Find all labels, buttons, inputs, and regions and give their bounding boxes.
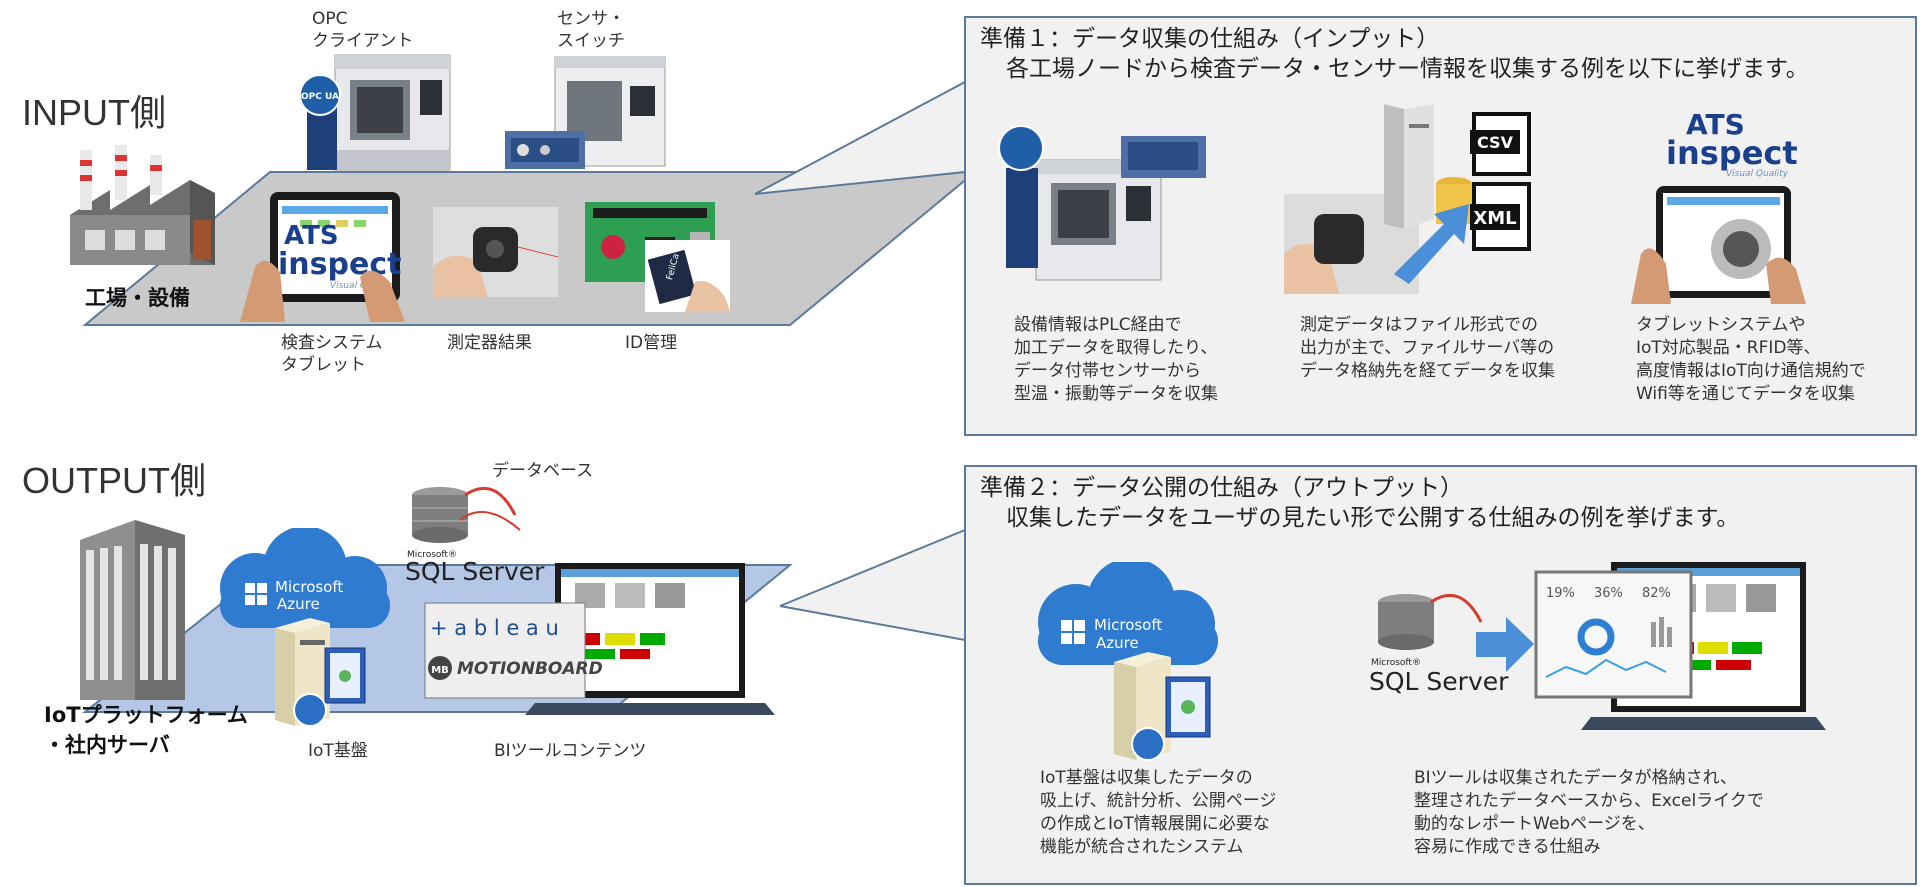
panel2-azure-name: Azure (1096, 634, 1139, 652)
azure-name-text: Azure (277, 595, 320, 613)
panel2-bi-dashboard-image: Microsoft® SQL Server 19% 36% 82% (1369, 562, 1826, 730)
panel1-title: 準備１：データ収集の仕組み（インプット） (980, 26, 1440, 52)
sensor-machine-image (505, 56, 666, 169)
sql-name-text: SQL Server (405, 557, 545, 585)
measure-label: 測定器結果 (447, 333, 532, 353)
panel2-azure-brand: Microsoft (1094, 616, 1162, 634)
azure-server-image: Microsoft Azure (220, 528, 390, 727)
database-label: データベース (492, 461, 594, 481)
opc-ua-badge: OPC UA (301, 92, 339, 102)
factory-icon (70, 145, 215, 265)
xml-file-label: XML (1473, 208, 1516, 229)
tablet-label: 検査システム タブレット (281, 333, 383, 375)
panel2-sql-brand: Microsoft® (1371, 658, 1421, 668)
panel2-sql-name: SQL Server (1369, 667, 1509, 696)
input-panel: 準備１：データ収集の仕組み（インプット） 各工場ノードから検査データ・センサー情… (964, 16, 1917, 436)
iot-label: IoT基盤 (308, 741, 368, 761)
panel2-azure-server-image: Microsoft Azure (1038, 562, 1218, 761)
measurement-device-image (433, 207, 558, 297)
gauge-value-2: 36% (1594, 586, 1623, 601)
building-icon (80, 520, 185, 700)
azure-cloud-icon: Microsoft Azure (220, 528, 390, 628)
tableau-logo-text: + a b l e a u (430, 616, 559, 640)
azure-brand-text: Microsoft (275, 578, 343, 596)
panel1-desc-2: 測定データはファイル形式での 出力が主で、ファイルサーバ等の データ格納先を経て… (1300, 315, 1555, 381)
ats-logo-top: ATS (284, 221, 339, 251)
panel1-ats-logo-top: ATS (1686, 108, 1745, 141)
gauge-value-3: 82% (1642, 586, 1671, 601)
panel1-file-server-image: CSV XML (1284, 104, 1531, 294)
factory-label: 工場・設備 (85, 286, 190, 310)
panel2-subtitle: 収集したデータをユーザの見たい形で公開する仕組みの例を挙げます。 (1006, 505, 1740, 531)
bi-label: BIツールコンテンツ (494, 741, 647, 761)
callout-pointer-2 (780, 530, 965, 640)
output-panel: 準備２：データ公開の仕組み（アウトプット） 収集したデータをユーザの見たい形で公… (964, 465, 1917, 885)
panel1-machine-image (998, 125, 1206, 281)
motionboard-logo-text: MOTIONBOARD (457, 659, 603, 679)
platform-label: IoTプラットフォーム ・社内サーバ (44, 703, 248, 757)
panel2-title: 準備２：データ公開の仕組み（アウトプット） (980, 475, 1463, 501)
id-management-image: FeliCa (585, 202, 730, 312)
opc-label: OPC クライアント (312, 9, 414, 51)
mb-badge-text: MB (431, 665, 449, 676)
sql-brand-text: Microsoft® (407, 550, 457, 560)
input-heading: INPUT側 (22, 92, 167, 133)
panel2-desc-2: BIツールは収集されたデータが格納され、 整理されたデータベースから、Excel… (1414, 768, 1764, 857)
gauge-value-1: 19% (1546, 586, 1575, 601)
panel1-desc-1: 設備情報はPLC経由で 加工データを取得したり、 データ付帯センサーから 型温・… (1014, 315, 1218, 404)
server-icon (275, 618, 366, 727)
panel1-subtitle: 各工場ノードから検査データ・センサー情報を収集する例を以下に挙げます。 (1006, 56, 1809, 82)
sql-server-image: Microsoft® SQL Server (405, 486, 545, 585)
output-heading: OUTPUT側 (22, 460, 206, 501)
panel1-desc-3: タブレットシステムや IoT対応製品・RFID等、 高度情報はIoT向け通信規約… (1636, 315, 1866, 404)
panel1-ats-tagline: Visual Quality (1726, 169, 1789, 179)
bi-tool-image: + a b l e a u MB MOTIONBOARD (424, 563, 775, 715)
opc-machine-image: OPC UA (299, 54, 451, 171)
ats-tagline: Visual Quality (330, 281, 393, 291)
inspection-tablet-image: ATS inspect Visual Quality (240, 192, 405, 322)
id-label: ID管理 (625, 333, 678, 353)
panel1-ats-logo-bottom: inspect (1666, 134, 1798, 172)
csv-file-label: CSV (1477, 133, 1514, 152)
panel1-ats-tablet-image: ATS inspect Visual Quality (1631, 108, 1806, 304)
sensor-label: センサ・ スイッチ (557, 9, 625, 51)
panel2-desc-1: IoT基盤は収集したデータの 吸上げ、統計分析、公開ページ の作成とIoT情報展… (1040, 768, 1277, 857)
